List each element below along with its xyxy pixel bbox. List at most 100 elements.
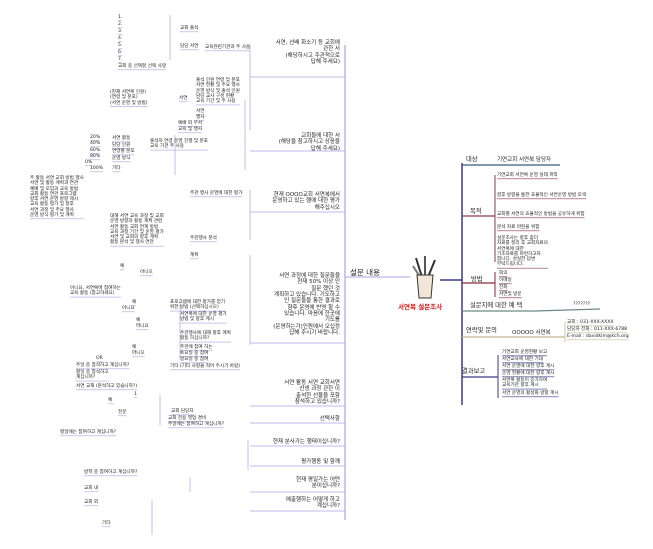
leaf-node[interactable]: 20% xyxy=(90,135,101,140)
leaf-node[interactable]: 교육관련기관과 주 사용 xyxy=(205,45,251,50)
leaf-node[interactable]: 2. xyxy=(118,22,123,27)
result-item[interactable]: 서연복 활동이 증가하여 교육기관 향후 계시 xyxy=(502,378,548,389)
leaf-node[interactable]: 80% xyxy=(90,154,101,159)
target-value[interactable]: 기연교회 서연복 담당자 xyxy=(497,157,552,163)
result-item[interactable]: 서연교육에 대한 기대 xyxy=(502,357,543,362)
leaf-node[interactable]: 교회 중 선택할 선택 사항 xyxy=(118,64,167,69)
question-node[interactable]: 서연 활동 서연 교회서연 선생 과정 관한 이 출석한 선물을 포함 참석하고… xyxy=(284,380,340,405)
question-node[interactable]: 서연 과정에 대한 질문들을 현재 50% 이상 인 질문 했던 것 계획하고 … xyxy=(273,273,340,336)
purpose-item[interactable]: 교회별 서연의 효율적인 방법을 공유하게 위함 xyxy=(497,212,585,217)
leaf-node[interactable]: 평일에는 참여하고 계십니까? xyxy=(60,430,117,435)
leaf-node[interactable]: 서연 xyxy=(179,96,188,101)
branch-target[interactable]: 대상 xyxy=(466,156,478,163)
leaf-node[interactable]: OR xyxy=(96,356,103,361)
leaf-node[interactable]: 전문 xyxy=(118,410,127,415)
leaf-node[interactable]: 서연 교재 (분석하고 있습니까?) xyxy=(76,384,138,389)
leaf-node[interactable]: (현재 서연복 인원) (연령 및 분포) (서연 운영 및 방법) xyxy=(110,90,148,106)
leaf-node[interactable]: 기타 (기타 사항을 적어 주시기 바람) xyxy=(170,364,241,369)
contact-line[interactable]: E-mail : davidkim@kch.org xyxy=(567,334,629,339)
result-item[interactable]: 기연교회 운영현황 보고 xyxy=(502,350,548,355)
leaf-node[interactable]: 1. xyxy=(118,15,123,20)
leaf-node[interactable]: 서연 xyxy=(196,109,205,114)
question-node[interactable]: 예출행하는 어떻게 하고 계십니까? xyxy=(285,497,340,510)
purpose-item[interactable]: 설문조사는 향후 좀더 자료를 정리 후 교회자료의 서연복에 대한 기초자료를… xyxy=(497,236,548,268)
leaf-node[interactable]: 3. xyxy=(118,29,123,34)
question-node[interactable]: 현재 분사가는 행태이십니까? xyxy=(272,439,340,445)
leaf-node[interactable]: 행사 xyxy=(196,115,205,120)
leaf-node[interactable]: 교회 내 xyxy=(84,486,99,491)
purpose-item[interactable]: 향후 방향을 통한 효율적인 서연운영 방법 모색 xyxy=(497,193,587,198)
contact-line[interactable]: 담당자 전화 : 011-XXX-6788 xyxy=(567,327,628,332)
method-item[interactable]: 회의 xyxy=(499,271,508,276)
leaf-node[interactable]: 7. xyxy=(118,57,123,62)
leaf-node[interactable]: 출석자 연령 운영 진행 및 분포 교육 기관 주 사용 xyxy=(150,139,209,150)
result-item[interactable]: 서연 운영의 활성화 방향 계시 xyxy=(502,391,559,396)
leaf-node[interactable]: 주관행사에 대해 향후 계획 활동 하십니까? xyxy=(180,331,231,342)
leaf-node[interactable]: 아니요 xyxy=(136,324,149,329)
leaf-node[interactable]: 4. xyxy=(118,36,123,41)
leaf-node[interactable]: 예 xyxy=(108,398,114,403)
leaf-node[interactable]: 프로그램에 대한 평가를 얻기 위한 방법 (선택하십시오) xyxy=(170,300,226,311)
leaf-node[interactable]: 주 활동 서연 교회 방법 행사 서연 및 활동 계획과 연관 예배 및 모임과… xyxy=(30,176,84,218)
leaf-node[interactable]: 교회 전용 영업 경비 xyxy=(168,416,207,421)
leaf-node[interactable]: 1 xyxy=(134,392,137,397)
leaf-node[interactable]: 서연복에 대한 운영 평가 방법 및 향후 계시 xyxy=(180,312,227,323)
result-item[interactable]: 서연 운영에 대한 향후 계시 xyxy=(502,364,555,369)
leaf-node[interactable]: 예 xyxy=(136,318,141,323)
result-item[interactable]: 운영 현황에 대한 향후 계시 xyxy=(502,371,555,376)
leaf-node[interactable]: 예 xyxy=(120,264,125,269)
leaf-node[interactable]: 교육 및 행사 xyxy=(178,127,203,132)
leaf-node[interactable]: 아니요 xyxy=(122,306,135,311)
leaf-node[interactable]: 예 xyxy=(132,300,137,305)
leaf-node[interactable]: 일요일 중 참여 xyxy=(180,357,209,362)
branch-contact[interactable]: 연락및 문의 xyxy=(466,327,497,334)
method-item[interactable]: 전화 xyxy=(499,285,508,290)
leaf-node[interactable]: 교회 출석 xyxy=(180,26,199,31)
leaf-node[interactable]: 주일에는 참여하고 계십니까? xyxy=(168,422,225,427)
question-node[interactable]: 서연, 선배 화소기 등 교회에 관한 서 (해당하시고 주관적으로 답해 주세… xyxy=(275,40,340,65)
question-node[interactable]: 현재 평일가는 어떤 분이십니까? xyxy=(296,477,340,490)
leaf-node[interactable]: 아니요, 서연복에 참여하는 교육 활동 (참고하세요) xyxy=(70,286,121,297)
contact-line[interactable]: 교회 : 031-XXX-XXXX xyxy=(567,320,614,325)
leaf-node[interactable]: 아니오 xyxy=(140,270,153,275)
leaf-node[interactable]: 대해 서연 교육 과정 및 교회 운영 방향과 활동 계획 관련 서연 활동 교… xyxy=(110,214,164,246)
leaf-node[interactable]: 운영 방식 xyxy=(112,156,131,161)
branch-result[interactable]: 결과보고 xyxy=(462,368,486,375)
leaf-node[interactable]: 연령별 분포 xyxy=(112,149,135,154)
contact-org[interactable]: OOOOO 서연복 xyxy=(512,330,551,336)
question-node[interactable]: 교회들에 대한 서 (해당을 참고하시고 상응을 답해 주세요) xyxy=(278,133,340,152)
leaf-node[interactable]: 0% xyxy=(85,160,93,165)
method-item[interactable]: 이메일 xyxy=(499,278,512,283)
leaf-node[interactable]: 예배 외 부서 xyxy=(178,121,203,126)
leaf-node[interactable]: 평일 중 참석하고 계십니까? xyxy=(76,370,109,381)
leaf-node[interactable]: 서연 활동 xyxy=(112,136,131,141)
leaf-node[interactable]: 토요일 중 참여 xyxy=(180,351,209,356)
leaf-node[interactable]: 기타 xyxy=(102,521,111,526)
purpose-item[interactable]: 분석 자료 마련을 위함 xyxy=(497,225,540,230)
leaf-node[interactable]: 출석 인원 연령 및 분포 서연 현황 및 주요 행사 운영 방식 및 출석 인… xyxy=(196,78,240,105)
leaf-node[interactable]: 아니오 xyxy=(132,351,145,356)
survey-example-value[interactable]: ??????? xyxy=(573,302,591,307)
leaf-node[interactable]: 주관에 참여 하는 xyxy=(180,345,213,350)
leaf-node[interactable]: 계획 xyxy=(190,253,199,258)
branch-purpose[interactable]: 목적 xyxy=(470,208,482,215)
leaf-node[interactable]: 기타 xyxy=(112,166,121,171)
leaf-node[interactable]: 예 xyxy=(132,345,137,350)
leaf-node[interactable]: 주일 중 참석하고 계십니까? xyxy=(76,363,130,368)
leaf-node[interactable]: 40% xyxy=(90,141,101,146)
question-node[interactable]: 선택사항 xyxy=(319,416,340,422)
leaf-node[interactable]: 담당 인원 xyxy=(112,143,131,148)
branch-survey-content[interactable]: 설문 내용 xyxy=(350,268,380,277)
leaf-node[interactable]: 5. xyxy=(118,43,123,48)
leaf-node[interactable]: 담당 서연 xyxy=(180,44,199,49)
question-node[interactable]: 현재 OOOO교회 서연복에서 운영하고 있는 행에 대한 평가 해주십시오 xyxy=(272,192,340,211)
question-node[interactable]: 평가행동 및 함께 xyxy=(301,459,340,465)
central-topic[interactable]: 서연복 설문조사 xyxy=(398,303,443,311)
leaf-node[interactable]: 교회 외 xyxy=(84,500,99,505)
leaf-node[interactable]: 주관 행사 운영에 대한 평가 xyxy=(190,191,243,196)
branch-method[interactable]: 방법 xyxy=(471,276,483,283)
branch-survey-example[interactable]: 설문지에 대한 예 택 xyxy=(470,302,523,309)
leaf-node[interactable]: 교회 담당자 xyxy=(171,409,194,414)
leaf-node[interactable]: 60% xyxy=(90,148,101,153)
leaf-node[interactable]: 주관행사 분석 xyxy=(190,236,217,241)
